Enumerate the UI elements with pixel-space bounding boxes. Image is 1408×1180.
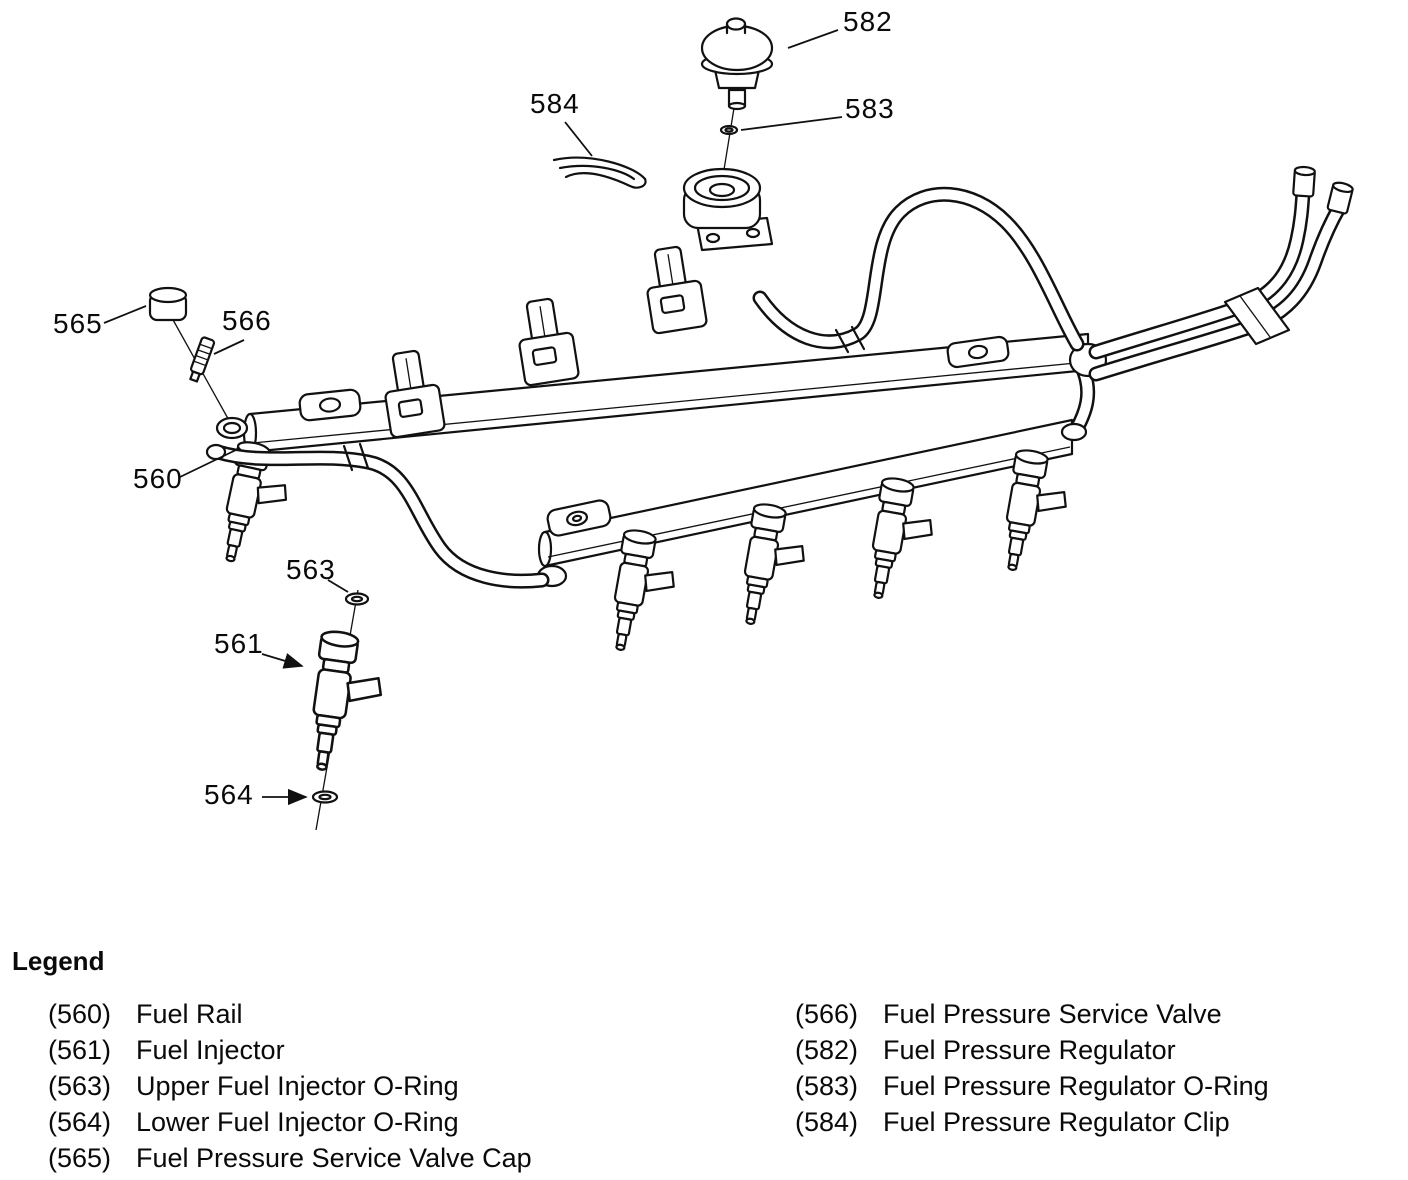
callout-583: 583 — [845, 93, 895, 124]
legend-item-label: Fuel Pressure Service Valve Cap — [136, 1142, 532, 1173]
callout-566: 566 — [222, 305, 272, 336]
legend-item: (560) Fuel Rail — [48, 996, 532, 1032]
legend-item-label: Fuel Pressure Regulator O-Ring — [883, 1070, 1269, 1101]
line-bracket — [1223, 286, 1291, 346]
legend-item: (583) Fuel Pressure Regulator O-Ring — [795, 1068, 1269, 1104]
legend-column-left: (560) Fuel Rail (561) Fuel Injector (563… — [48, 996, 532, 1176]
legend-item-label: Fuel Pressure Service Valve — [883, 998, 1222, 1029]
callout-564: 564 — [204, 779, 254, 810]
crossover-hose — [752, 186, 1085, 354]
legend-item: (584) Fuel Pressure Regulator Clip — [795, 1104, 1269, 1140]
callout-584: 584 — [530, 88, 580, 119]
legend-item-label: Lower Fuel Injector O-Ring — [136, 1106, 459, 1137]
legend-title: Legend — [12, 946, 105, 976]
legend-item-label: Fuel Rail — [136, 998, 243, 1029]
callout-563: 563 — [286, 554, 336, 585]
fuel-pressure-regulator-o-ring — [719, 124, 739, 136]
leader-lines — [103, 29, 843, 806]
legend-item-number: (561) — [48, 1034, 112, 1065]
legend-column-right: (566) Fuel Pressure Service Valve (582) … — [795, 996, 1269, 1140]
legend-item-number: (564) — [48, 1106, 112, 1137]
rear-fuel-rail — [242, 245, 1090, 454]
callout-560: 560 — [133, 463, 183, 494]
legend-item: (565) Fuel Pressure Service Valve Cap — [48, 1140, 532, 1176]
legend-item-label: Fuel Injector — [136, 1034, 285, 1065]
crossover-tube — [205, 442, 550, 589]
lower-fuel-injector-o-ring — [311, 790, 339, 804]
fuel-pressure-regulator — [700, 17, 774, 111]
legend-item: (564) Lower Fuel Injector O-Ring — [48, 1104, 532, 1140]
legend-item-number: (566) — [795, 998, 859, 1029]
upper-fuel-injector-o-ring — [344, 592, 370, 606]
legend-item-number: (583) — [795, 1070, 859, 1101]
legend-item-number: (563) — [48, 1070, 112, 1101]
legend-item: (563) Upper Fuel Injector O-Ring — [48, 1068, 532, 1104]
legend-item: (566) Fuel Pressure Service Valve — [795, 996, 1269, 1032]
legend-item-number: (582) — [795, 1034, 859, 1065]
legend-item-label: Upper Fuel Injector O-Ring — [136, 1070, 459, 1101]
legend-item-number: (560) — [48, 998, 112, 1029]
legend-item-number: (565) — [48, 1142, 112, 1173]
legend-item-label: Fuel Pressure Regulator — [883, 1034, 1176, 1065]
front-fuel-rail — [536, 418, 1074, 588]
callout-561: 561 — [214, 628, 264, 659]
fuel-injector-detached — [302, 628, 390, 778]
callout-565: 565 — [53, 308, 103, 339]
fuel-pressure-service-valve — [189, 336, 249, 440]
regulator-mount — [682, 167, 774, 252]
fuel-feed-lines — [1060, 165, 1354, 442]
fuel-pressure-regulator-clip — [552, 156, 647, 189]
legend-item: (561) Fuel Injector — [48, 1032, 532, 1068]
legend-item: (582) Fuel Pressure Regulator — [795, 1032, 1269, 1068]
legend-item-number: (584) — [795, 1106, 859, 1137]
fuel-rail-line-art — [103, 17, 1354, 831]
callout-582: 582 — [843, 6, 893, 37]
legend-item-label: Fuel Pressure Regulator Clip — [883, 1106, 1230, 1137]
fuel-pressure-service-valve-cap — [148, 286, 188, 322]
